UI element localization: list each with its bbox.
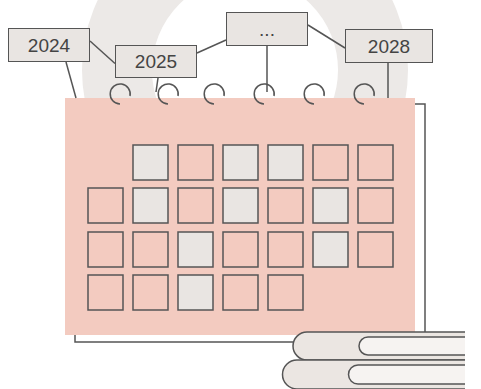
year-box: 2028: [345, 29, 433, 63]
ring: [254, 84, 274, 104]
ring: [158, 84, 178, 104]
day-cell: [313, 145, 348, 180]
day-cell: [358, 145, 393, 180]
year-label: 2025: [135, 52, 177, 71]
ring: [110, 84, 130, 104]
calendar-rings: [110, 84, 374, 104]
day-cell: [358, 188, 393, 223]
day-cell: [178, 275, 213, 310]
day-cell: [178, 145, 213, 180]
connector-line: [308, 25, 345, 48]
day-cell: [88, 232, 123, 267]
day-cell: [223, 275, 258, 310]
day-cell: [223, 145, 258, 180]
year-box: 2024: [8, 28, 90, 62]
day-cell: [268, 188, 303, 223]
day-cell: [358, 232, 393, 267]
ring: [204, 84, 224, 104]
day-cell: [133, 232, 168, 267]
day-cell: [178, 188, 213, 223]
day-cell: [313, 232, 348, 267]
connector-line: [90, 41, 115, 64]
year-box: 2025: [115, 45, 197, 78]
books: [283, 332, 466, 389]
calendar-grid: [88, 145, 393, 310]
day-cell: [178, 232, 213, 267]
day-cell: [133, 145, 168, 180]
day-cell: [223, 188, 258, 223]
day-cell: [268, 145, 303, 180]
day-cell: [133, 275, 168, 310]
year-label: 2028: [368, 37, 410, 56]
ring: [304, 84, 324, 104]
calendar-page: [65, 98, 415, 335]
day-cell: [133, 188, 168, 223]
year-label: 2024: [28, 36, 70, 55]
ring: [354, 84, 374, 104]
day-cell: [223, 232, 258, 267]
day-cell: [268, 232, 303, 267]
year-box: ...: [226, 12, 308, 46]
day-cell: [88, 188, 123, 223]
day-cell: [313, 188, 348, 223]
day-cell: [268, 275, 303, 310]
year-label: ...: [259, 20, 275, 39]
leader-lines: [66, 46, 388, 98]
connector-line: [197, 40, 226, 53]
day-cell: [88, 275, 123, 310]
